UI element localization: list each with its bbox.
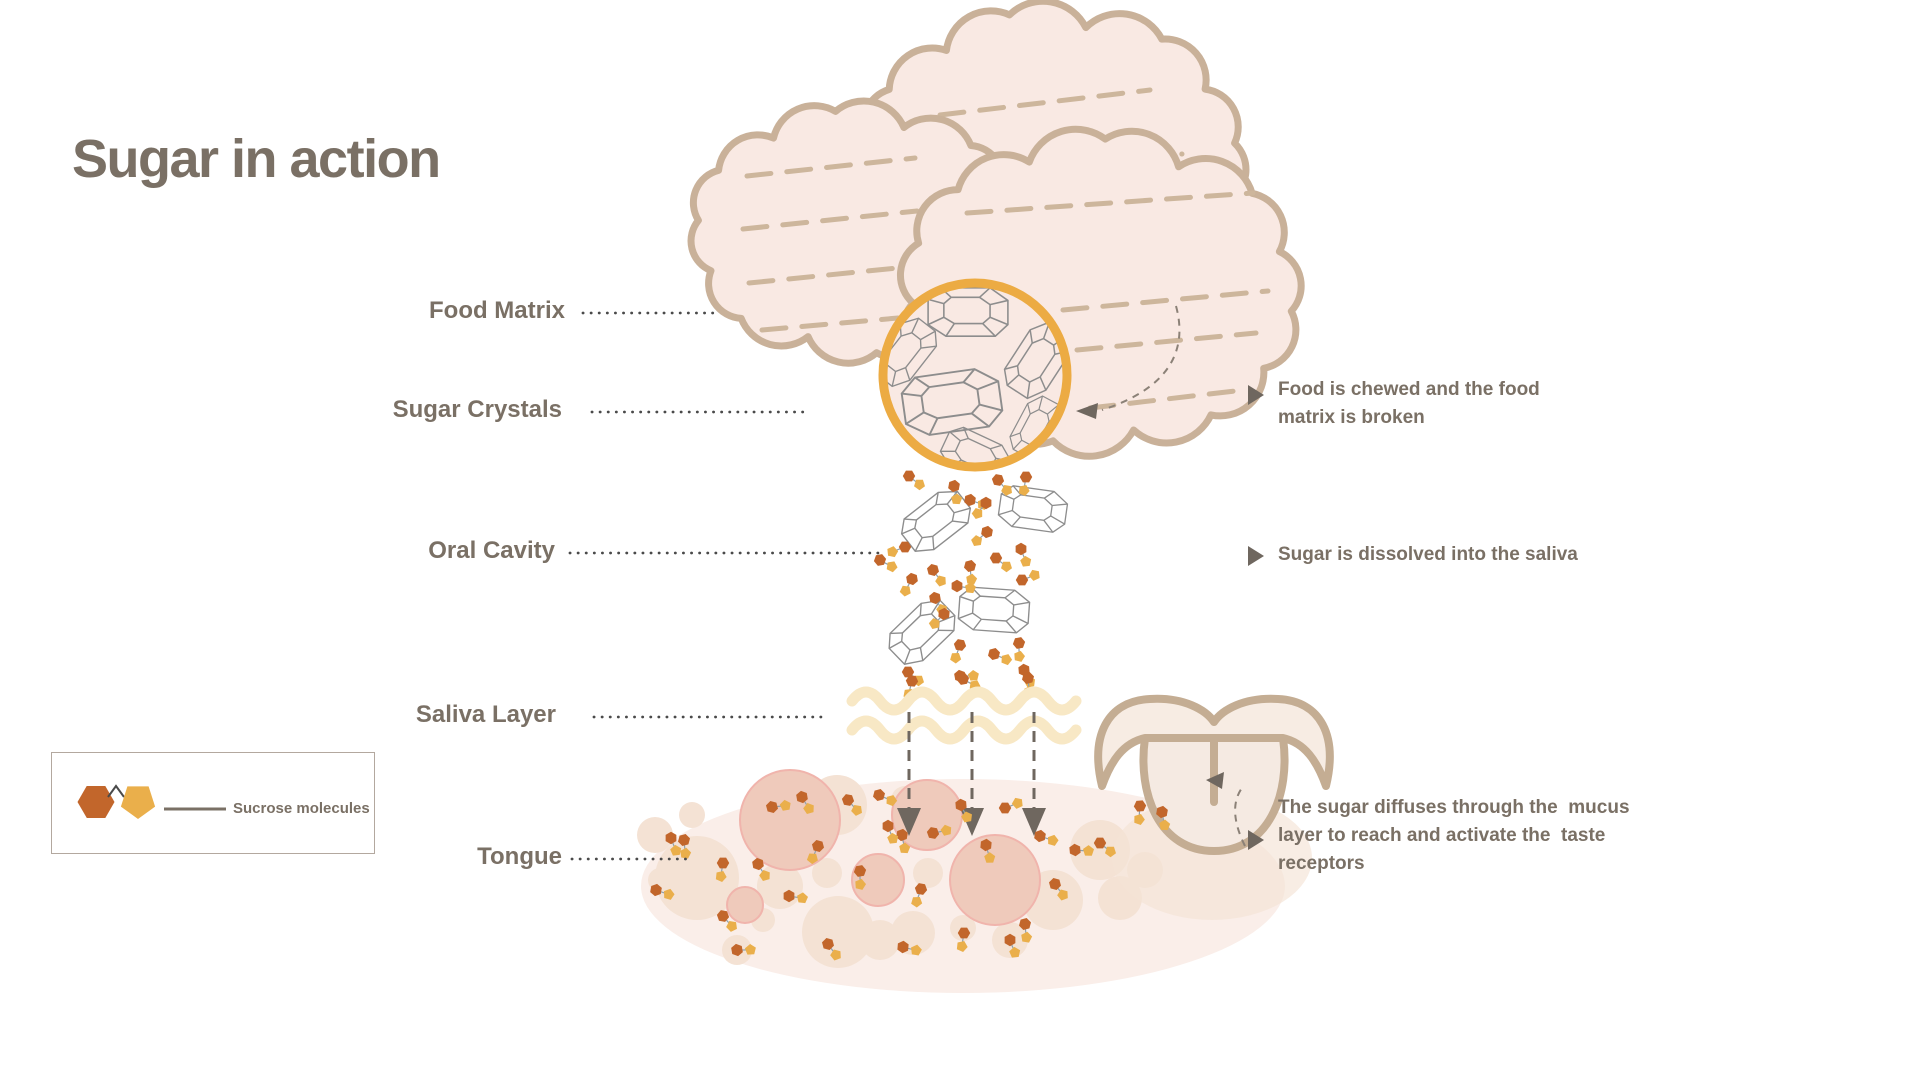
label-sugar-crystals: Sugar Crystals <box>392 396 562 423</box>
arrowhead-icon <box>1076 403 1098 419</box>
triangle-bullet-icon <box>1248 546 1264 566</box>
annotation-step-dissolving: Sugar is dissolved into the saliva <box>1248 541 1578 569</box>
sucrose-molecule-icon <box>77 784 226 819</box>
annotation-step-chewing: Food is chewed and the food matrix is br… <box>1248 376 1540 432</box>
glucose-hexagon-icon <box>77 786 115 818</box>
label-oral-cavity: Oral Cavity <box>428 537 555 564</box>
page-title: Sugar in action <box>72 129 441 189</box>
fructose-pentagon-icon <box>120 786 156 819</box>
annotation-line: layer to reach and activate the taste <box>1278 825 1606 846</box>
triangle-bullet-icon <box>1248 385 1264 405</box>
cookie-texture-dashes <box>744 155 918 179</box>
annotation-line: The sugar diffuses through the mucus <box>1278 797 1630 818</box>
saliva-layer-waves <box>846 686 1082 745</box>
magnifier-lens <box>883 283 1067 467</box>
legend: Sucrose molecules <box>51 752 375 854</box>
annotation-line: matrix is broken <box>1278 407 1425 428</box>
diagram-illustration <box>568 0 1334 993</box>
label-saliva-layer: Saliva Layer <box>415 701 556 728</box>
legend-label: Sucrose molecules <box>233 800 370 817</box>
mouth-tongue-icon <box>1094 694 1334 855</box>
annotation-line: Food is chewed and the food <box>1278 379 1540 400</box>
cookie-texture-dashes <box>759 315 901 333</box>
cookie-texture-dashes <box>1060 288 1271 313</box>
cookie-texture-dashes <box>740 208 920 232</box>
label-leader-lines <box>568 311 884 861</box>
annotation-line: Sugar is dissolved into the saliva <box>1278 544 1578 565</box>
cookie-texture-dashes <box>1074 330 1259 353</box>
magnifier-ring <box>878 278 1072 472</box>
arrowhead-icon <box>1206 772 1224 789</box>
pointer-arrows <box>1101 305 1246 847</box>
dissolved-sucrose-molecules <box>872 468 1044 703</box>
label-tongue: Tongue <box>477 843 562 870</box>
cookie-texture-dashes <box>937 87 1153 118</box>
glycosidic-bond-icon <box>107 784 125 798</box>
annotation-step-diffusion: The sugar diffuses through the mucus lay… <box>1248 794 1630 878</box>
triangle-bullet-icon <box>1248 830 1264 850</box>
annotation-line: receptors <box>1278 853 1365 874</box>
cookie-texture-dashes <box>746 263 920 286</box>
label-food-matrix: Food Matrix <box>429 297 565 324</box>
cookie-texture-dashes <box>964 190 1256 216</box>
